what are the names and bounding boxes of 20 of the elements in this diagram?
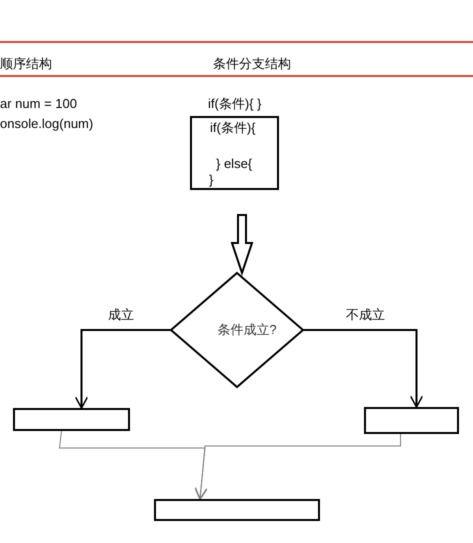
- code-text: ar num = 100: [0, 96, 77, 112]
- code-text: onsole.log(num): [0, 116, 94, 132]
- process-box: [364, 407, 459, 434]
- arrow: [194, 434, 401, 500]
- process-box: [13, 408, 130, 431]
- column-heading: 条件分支结构: [213, 56, 291, 72]
- decision-diamond: [169, 272, 305, 388]
- arrow: [303, 329, 424, 408]
- process-box: [154, 499, 320, 521]
- code-text: if(条件){: [210, 120, 256, 136]
- code-box: [190, 116, 279, 190]
- decision-text: 条件成立?: [217, 321, 277, 340]
- code-text: } else{: [216, 156, 252, 172]
- arrow: [74, 329, 171, 409]
- edge-label: 成立: [108, 307, 134, 323]
- column-heading: 顺序结构: [0, 56, 52, 72]
- block-arrow: [230, 214, 254, 276]
- edge-label: 不成立: [346, 307, 385, 323]
- code-text: if(条件){ }: [208, 96, 262, 112]
- code-text: }: [209, 172, 214, 188]
